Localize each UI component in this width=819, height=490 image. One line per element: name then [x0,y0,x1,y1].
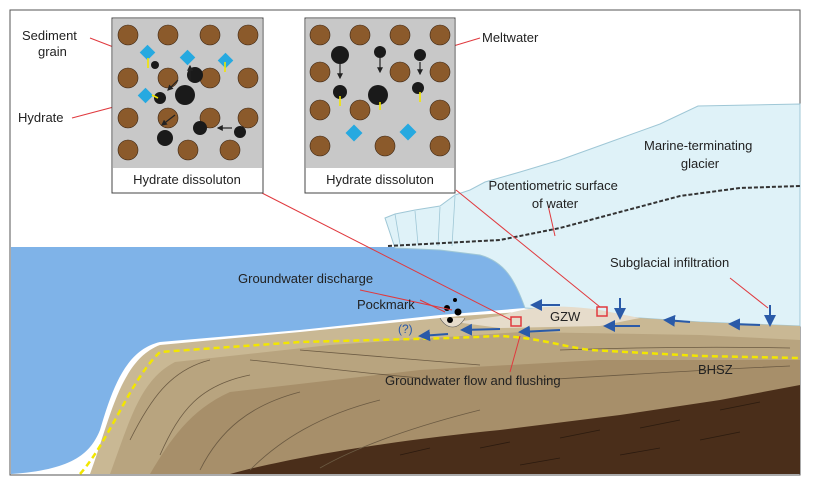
flow-arrow [460,323,501,336]
sea-water [11,247,525,474]
potentiometric-surface-line [387,185,801,247]
label-groundwater-discharge: Groundwater discharge [238,271,373,286]
inset-left: Hydrate dissoluton [111,17,264,194]
label-hydrate: Hydrate [18,110,64,125]
label-potentiometric-line1: Potentiometric surface [489,178,618,193]
inset-right: Hydrate dissoluton [304,17,456,194]
meltwater-bubbles [331,46,426,105]
grounding-zone-wedge [455,306,640,328]
flow-arrow [663,314,691,327]
label-gzw: GZW [550,309,581,324]
flow-arrow [418,329,449,342]
sediment-grains [309,24,451,157]
label-glacier-line1: Marine-terminating [644,138,752,153]
hydrate-crystals [137,44,234,104]
red-box-right [596,306,608,317]
label-potentiometric-line2: of water [532,196,579,211]
inset-right-caption: Hydrate dissoluton [326,172,434,187]
label-sediment-grain: Sediment grain [22,28,81,59]
label-pockmark: Pockmark [357,297,415,312]
meltwater-bubbles [151,61,246,146]
yellow-arrows [339,92,421,110]
bedrock-fractures [399,401,761,466]
leader-lines [71,37,769,373]
label-subglacial-infiltration: Subglacial infiltration [610,255,729,270]
yellow-arrows [147,58,226,99]
red-box-left [510,316,522,327]
label-groundwater-flow: Groundwater flow and flushing [385,373,561,388]
inset-left-caption: Hydrate dissoluton [133,172,241,187]
label-glacier: Marine-terminating glacier [644,138,756,171]
meltwater-arrows [337,58,423,80]
pockmark [439,317,466,328]
glacier-front-crevasses [394,195,456,247]
label-question: (?) [398,322,413,336]
hydrate-crystals [345,123,417,142]
label-potentiometric: Potentiometric surface of water [489,178,622,211]
dissolution-arrows [161,64,232,131]
bedrock [230,385,800,474]
label-meltwater: Meltwater [482,30,539,45]
label-sediment-grain-line2: grain [38,44,67,59]
flow-arrows [418,298,776,342]
label-bhsz: BHSZ [698,362,733,377]
label-sediment-grain-line1: Sediment [22,28,77,43]
sediment-grains [117,24,259,161]
label-glacier-line2: glacier [681,156,720,171]
gas-bubbles [444,298,462,323]
flow-arrow [518,325,561,338]
flow-arrow [728,318,761,331]
